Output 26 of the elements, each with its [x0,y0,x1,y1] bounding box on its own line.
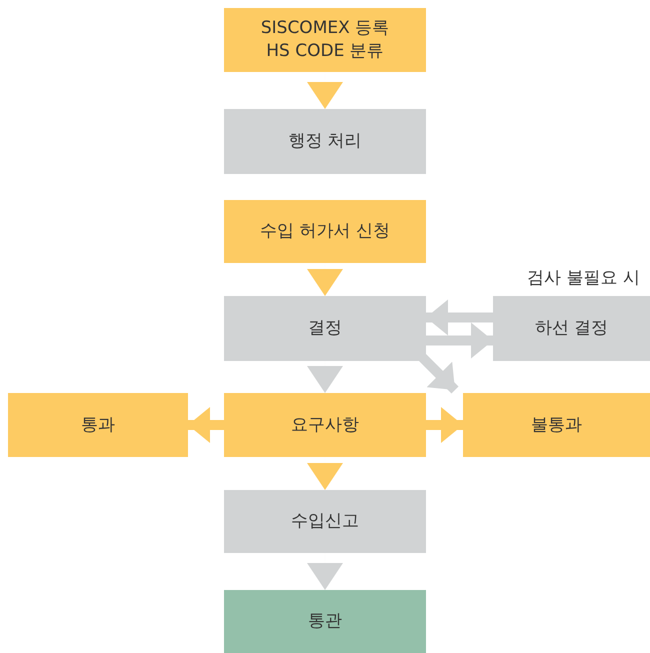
box-label: 하선 결정 [534,317,608,340]
box-label: 요구사항 [291,414,359,436]
process-box [224,296,426,361]
process-box [224,590,426,653]
process-box [224,109,426,174]
process-box [8,393,188,457]
box-label: 수입 허가서 신청 [260,220,390,243]
box-label: 수입신고 [291,510,359,533]
box-label: 결정 [308,317,342,340]
arrow [418,353,459,394]
process-box [224,490,426,553]
condition-note: 검사 불필요 시 [527,267,640,289]
process-box [224,8,426,72]
arrow [426,407,463,443]
box-label: 불통과 [531,414,582,436]
process-box [493,296,650,361]
box-label: 통관 [308,610,342,633]
box-label: 행정 처리 [288,130,362,153]
arrow [188,407,224,443]
arrow [426,322,493,358]
box-label: 통과 [81,414,115,436]
box-label: SISCOMEX 등록 HS CODE 분류 [260,17,390,63]
process-box [224,200,426,263]
process-box [463,393,650,457]
process-box [224,393,426,457]
arrow [426,300,493,336]
